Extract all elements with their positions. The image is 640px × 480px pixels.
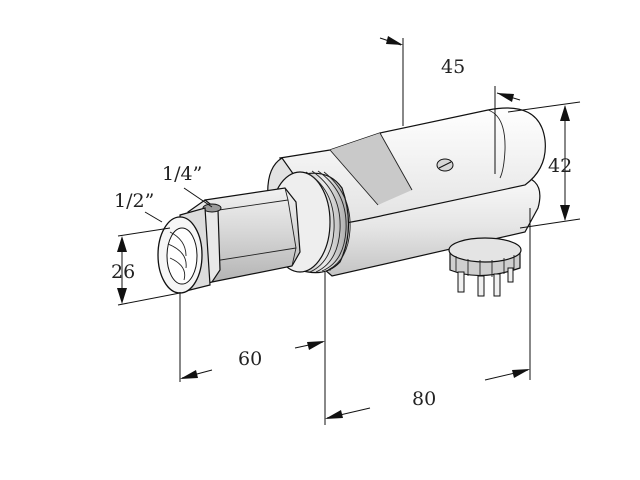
port-1-2	[157, 207, 211, 294]
label-dim-42: 42	[548, 155, 572, 177]
label-dim-26: 26	[111, 261, 135, 283]
pin	[457, 271, 465, 293]
screw-slot	[438, 161, 452, 169]
label-1-2-thread: 1/2”	[114, 190, 154, 212]
pin	[477, 275, 485, 297]
label-dim-80: 80	[412, 388, 436, 410]
label-dim-60: 60	[238, 348, 262, 370]
housing-top-shade	[330, 133, 412, 205]
dimension-lines	[117, 36, 581, 425]
connector	[448, 237, 522, 297]
pin	[507, 267, 514, 283]
housing-end-edge	[487, 109, 506, 179]
pin	[493, 273, 501, 297]
label-1-4-thread: 1/4”	[162, 163, 202, 185]
label-dim-45: 45	[441, 56, 465, 78]
